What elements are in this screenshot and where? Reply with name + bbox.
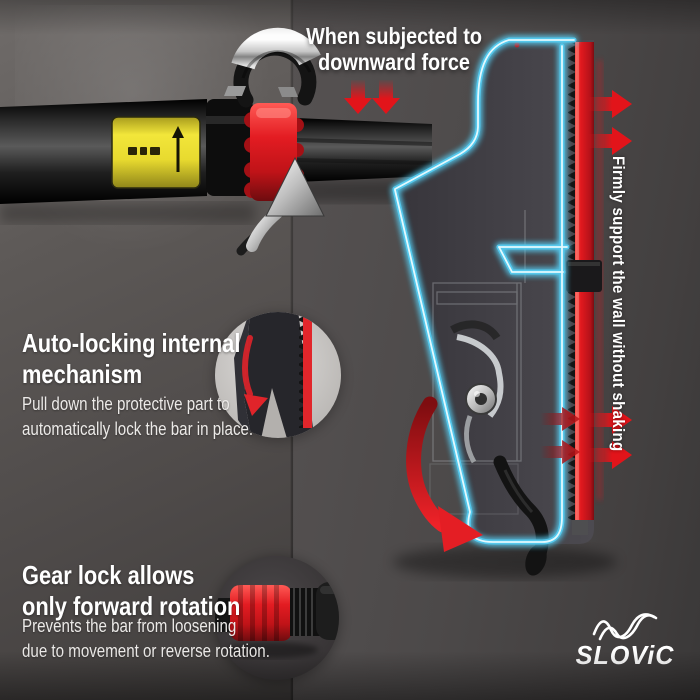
red-speck (514, 42, 520, 48)
bracket-shadow (393, 546, 617, 578)
bar-label-marks (128, 147, 160, 155)
auto-lock-body-line1: Pull down the protective part to (22, 394, 230, 414)
auto-lock-heading-line2: mechanism (22, 359, 143, 389)
bar-right-section (296, 118, 432, 182)
internal-wireframe (429, 210, 526, 515)
auto-lock-body: Pull down the protective part to automat… (22, 392, 253, 442)
chrome-hook (224, 27, 321, 108)
right-callout-text: Firmly support the wall without shaking (609, 156, 628, 452)
red-right-arrow-icon (588, 127, 632, 155)
strip-clamp-block (566, 260, 602, 292)
label-up-arrow-head (172, 126, 184, 138)
gear-lock-heading-line2: only forward rotation (22, 591, 241, 621)
gear-lock-body-line1: Prevents the bar from loosening (22, 616, 237, 636)
bar-shadow-left (0, 203, 255, 223)
auto-lock-inset-image (214, 312, 342, 441)
red-right-arrow-icon (588, 406, 632, 434)
gear-lock-body: Prevents the bar from loosening due to m… (22, 614, 270, 664)
top-callout-line1: When subjected to (306, 23, 482, 49)
red-down-arrow-icon (344, 80, 372, 114)
brand-name: SLOViC (575, 640, 675, 670)
bar-groove (295, 138, 433, 146)
red-rotation-arrow-icon (406, 396, 483, 552)
hook-tab-right (278, 87, 298, 97)
auto-lock-body-line2: automatically lock the bar in place. (22, 419, 254, 439)
brand-logo: SLOViC (557, 610, 693, 671)
silver-rotation-arrow-icon (236, 156, 325, 256)
gear-lock-heading-line1: Gear lock allows (22, 560, 195, 590)
red-right-arrow-icon (588, 441, 632, 469)
red-grip-strip (514, 42, 603, 535)
bar-groove (295, 158, 433, 165)
knob-highlight (256, 108, 291, 118)
wave-logo-icon (592, 613, 658, 641)
bar-yellow-label (111, 116, 201, 189)
top-callout-text: When subjected to downward force (286, 23, 503, 75)
red-right-arrow-icon (540, 440, 580, 464)
collar-highlight (206, 116, 253, 124)
pullup-bar (0, 27, 433, 256)
gear-lock-body-line2: due to movement or reverse rotation. (22, 641, 270, 661)
strip-foot (572, 520, 588, 535)
top-callout-line2: downward force (318, 49, 470, 75)
auto-lock-heading: Auto-locking internal mechanism (22, 328, 240, 390)
bracket-glow-core (394, 39, 575, 543)
red-down-arrow-icon (372, 80, 400, 114)
hook-tab-left (224, 86, 246, 96)
red-right-arrow-icon (540, 407, 580, 431)
red-right-arrow-icon (588, 90, 632, 118)
gear-lock-heading: Gear lock allows only forward rotation (22, 560, 240, 622)
latch-mechanism (450, 320, 504, 464)
auto-lock-heading-line1: Auto-locking internal (22, 328, 241, 358)
